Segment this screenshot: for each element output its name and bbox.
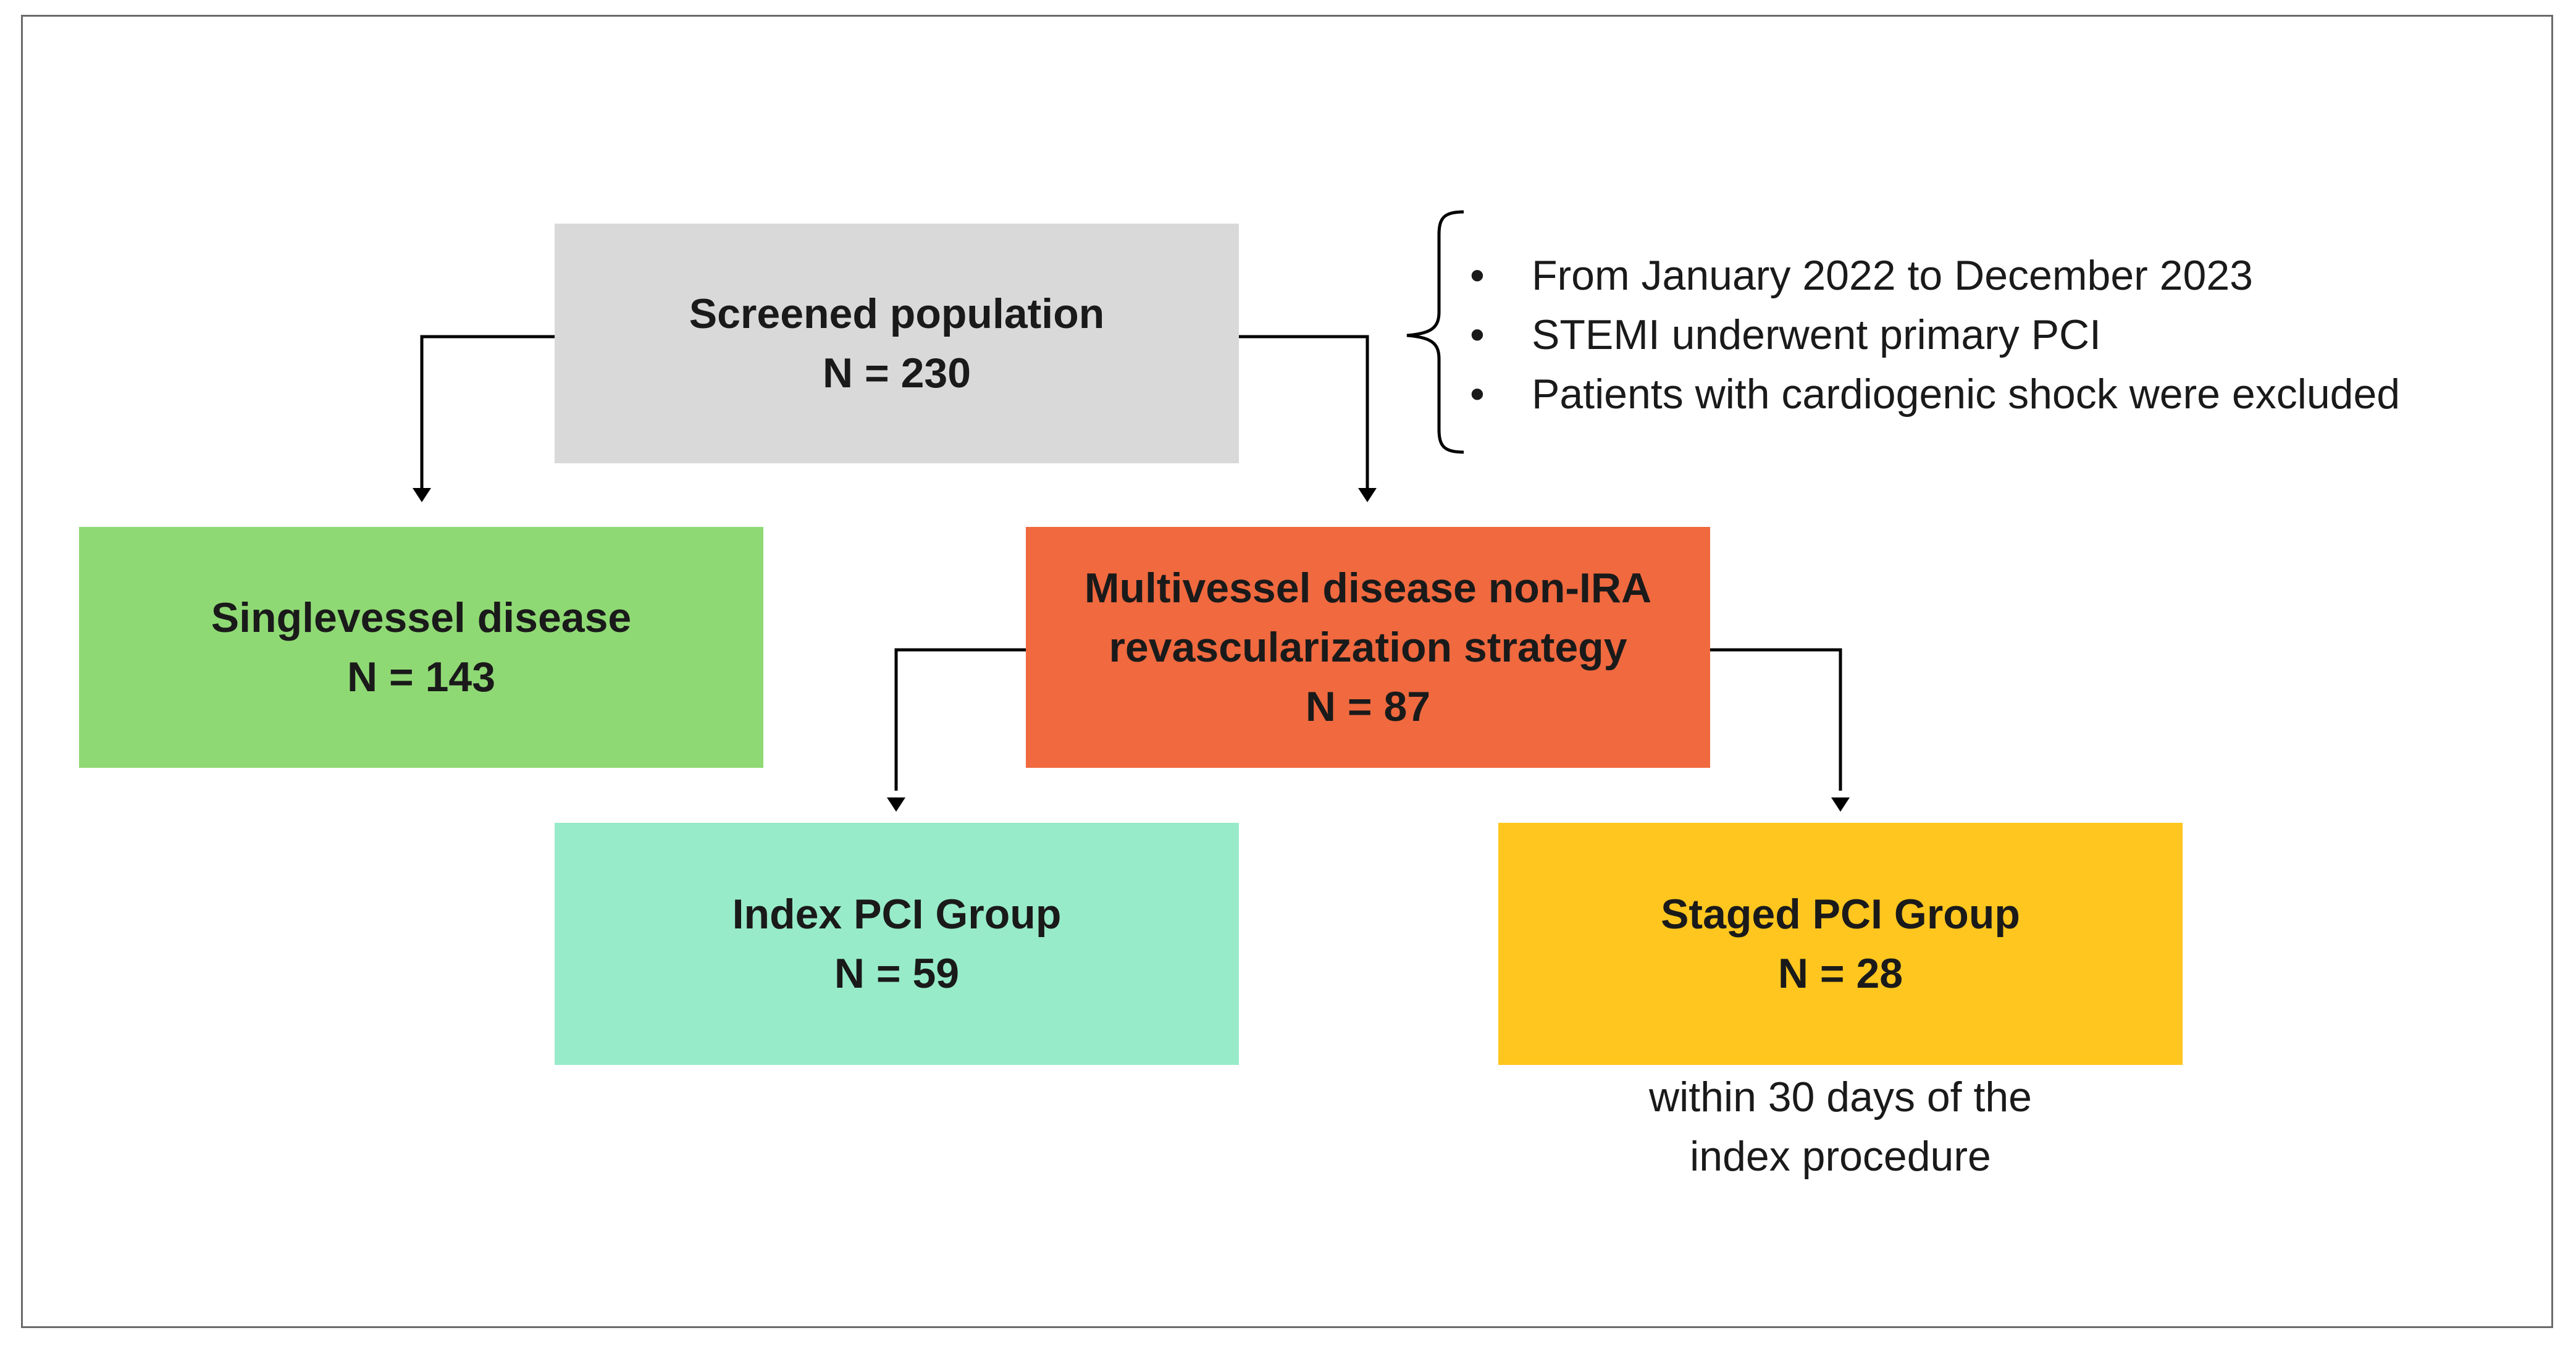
bullet-icon: •: [1470, 252, 1485, 299]
arrow-multi-to-staged: [1710, 648, 1842, 791]
arrowhead-multi: [1358, 488, 1377, 502]
criteria-text: From January 2022 to December 2023: [1532, 252, 2253, 299]
staged-timing-note: within 30 days of the index procedure: [1498, 1067, 2183, 1186]
arrowhead-index: [887, 797, 905, 812]
node-index-pci-group: Index PCI Group N = 59: [555, 823, 1239, 1065]
node-count: N = 87: [1305, 683, 1431, 730]
note-line: within 30 days of the: [1649, 1074, 2032, 1121]
note-line: index procedure: [1690, 1133, 1991, 1180]
screening-criteria-list: • From January 2022 to December 2023 • S…: [1470, 246, 2400, 424]
figure-frame: [21, 15, 2553, 1328]
node-staged-pci-group: Staged PCI Group N = 28: [1498, 823, 2183, 1065]
node-count: N = 230: [822, 350, 971, 397]
arrow-screened-to-single: [420, 335, 555, 492]
node-multivessel-disease: Multivessel disease non-IRA revasculariz…: [1026, 527, 1710, 768]
criteria-text: STEMI underwent primary PCI: [1532, 311, 2102, 358]
node-count: N = 59: [834, 950, 960, 997]
node-title-line2: revascularization strategy: [1109, 624, 1627, 671]
arrow-screened-to-multi: [1239, 335, 1369, 492]
node-title: Index PCI Group: [732, 891, 1062, 938]
node-title: Staged PCI Group: [1661, 891, 2020, 938]
node-count: N = 28: [1777, 950, 1903, 997]
arrowhead-staged: [1831, 797, 1850, 812]
node-title-line1: Multivessel disease non-IRA: [1084, 565, 1652, 612]
node-count: N = 143: [346, 654, 496, 700]
bullet-icon: •: [1470, 371, 1485, 418]
bullet-icon: •: [1470, 311, 1485, 358]
node-screened-population: Screened population N = 230: [555, 224, 1239, 463]
criteria-item: • From January 2022 to December 2023: [1470, 246, 2400, 305]
node-title: Screened population: [689, 290, 1105, 337]
node-title: Singlevessel disease: [211, 594, 632, 641]
arrow-multi-to-index: [894, 648, 1026, 791]
node-singlevessel-disease: Singlevessel disease N = 143: [79, 527, 763, 768]
criteria-item: • Patients with cardiogenic shock were e…: [1470, 364, 2400, 424]
arrowhead-single: [413, 488, 431, 502]
criteria-brace: [1406, 210, 1464, 454]
criteria-item: • STEMI underwent primary PCI: [1470, 305, 2400, 364]
criteria-text: Patients with cardiogenic shock were exc…: [1532, 371, 2401, 418]
